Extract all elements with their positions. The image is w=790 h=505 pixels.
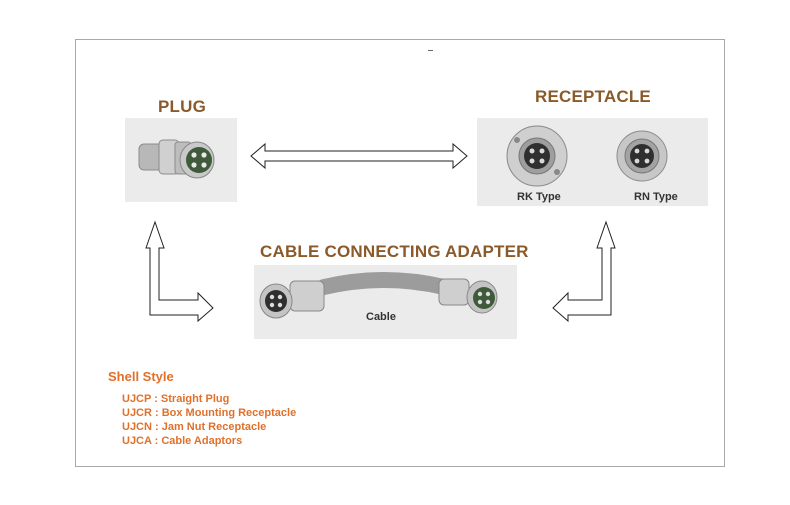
legend-item-ujcr: UJCR : Box Mounting Receptacle xyxy=(122,407,297,419)
rn-type-label: RN Type xyxy=(634,191,678,203)
legend-item-ujcn: UJCN : Jam Nut Receptacle xyxy=(122,421,267,433)
plug-title: PLUG xyxy=(158,97,207,116)
receptacle-photo: RK Type RN Type xyxy=(477,118,708,206)
top-tick-mark xyxy=(428,50,433,51)
adapter-title: CABLE CONNECTING ADAPTER xyxy=(260,242,529,261)
adapter-photo: Cable xyxy=(254,265,517,339)
legend-item-ujca: UJCA : Cable Adaptors xyxy=(122,435,243,447)
receptacle-connectors-image xyxy=(506,125,668,187)
plug-connector-image xyxy=(138,139,215,179)
adapter-cable-image xyxy=(259,272,498,319)
legend-item-ujcp: UJCP : Straight Plug xyxy=(122,393,230,405)
rk-type-label: RK Type xyxy=(517,191,561,203)
plug-photo xyxy=(125,118,237,202)
receptacle-title: RECEPTACLE xyxy=(535,87,651,106)
cable-label: Cable xyxy=(366,311,396,323)
shell-style-title: Shell Style xyxy=(108,369,174,384)
